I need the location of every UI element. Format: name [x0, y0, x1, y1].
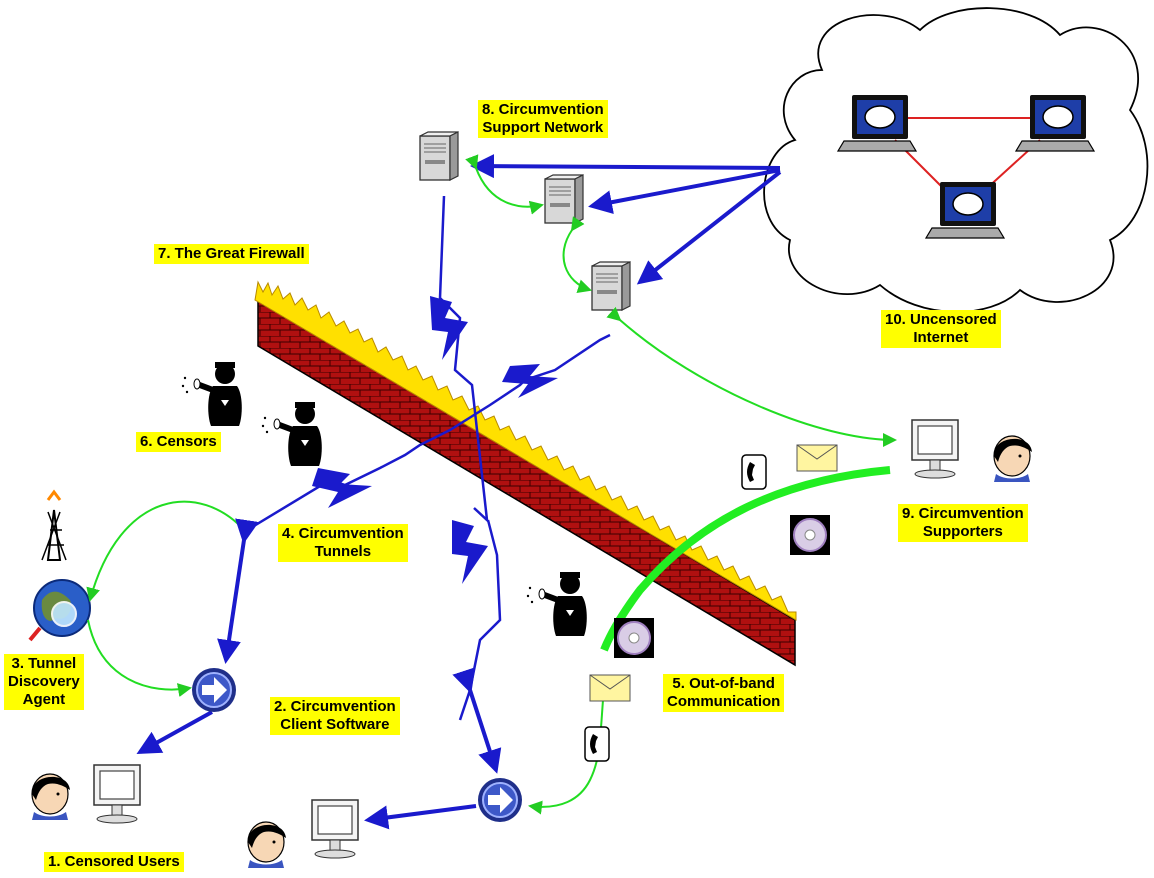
label-line: 8. Circumvention — [482, 101, 604, 118]
label-line: Discovery — [8, 673, 80, 690]
label-censors: 6. Censors — [136, 432, 221, 452]
user-head-icon — [993, 435, 1033, 483]
label-tunnel-discovery: 3. Tunnel Discovery Agent — [4, 654, 84, 710]
client-links — [136, 518, 502, 830]
cd-icon — [613, 617, 655, 659]
censor-figure-icon — [182, 362, 242, 426]
envelope-icon — [589, 674, 631, 702]
cloud-icon — [763, 7, 1149, 313]
label-line: 9. Circumvention — [902, 505, 1024, 522]
censor-figure-icon — [527, 572, 587, 636]
label-line: Agent — [22, 691, 66, 708]
label-censored-users: 1. Censored Users — [44, 852, 184, 872]
label-support-network: 8. Circumvention Support Network — [478, 100, 608, 138]
radio-tower-globe-icon — [28, 489, 91, 642]
label-out-of-band: 5. Out-of-band Communication — [663, 674, 785, 712]
label-line: 4. Circumvention — [282, 525, 404, 542]
label-line: 3. Tunnel — [11, 655, 77, 672]
label-line: 5. Out-of-band — [672, 675, 775, 692]
monitor-icon — [911, 419, 959, 479]
label-uncensored-internet: 10. Uncensored Internet — [881, 310, 1001, 348]
label-line: 2. Circumvention — [274, 698, 396, 715]
label-line: Support Network — [482, 119, 604, 136]
label-line: Communication — [667, 693, 781, 710]
tunnel-bolts — [312, 296, 558, 584]
label-line: Client Software — [280, 716, 390, 733]
arrow-button-icon — [477, 777, 523, 823]
server-icon — [591, 261, 631, 311]
server-icon — [419, 131, 459, 181]
label-line: 10. Uncensored — [885, 311, 997, 328]
discovery-links — [86, 500, 247, 697]
user-head-icon — [247, 821, 287, 869]
label-client-software: 2. Circumvention Client Software — [270, 697, 400, 735]
label-great-firewall: 7. The Great Firewall — [154, 244, 309, 264]
envelope-icon — [796, 444, 838, 472]
censor-figure-icon — [262, 402, 322, 466]
phone-icon — [584, 726, 610, 762]
label-tunnels: 4. Circumvention Tunnels — [278, 524, 408, 562]
label-line: Internet — [913, 329, 969, 346]
phone-icon — [741, 454, 767, 490]
label-line: Supporters — [922, 523, 1003, 540]
monitor-icon — [93, 764, 141, 824]
arrow-button-icon — [191, 667, 237, 713]
monitor-icon — [311, 799, 359, 859]
server-peer-links — [465, 154, 897, 447]
user-head-icon — [31, 773, 71, 821]
cd-icon — [789, 514, 831, 556]
firewall-icon — [254, 280, 797, 667]
label-supporters: 9. Circumvention Supporters — [898, 504, 1028, 542]
label-line: Tunnels — [314, 543, 372, 560]
server-icon — [544, 174, 584, 224]
